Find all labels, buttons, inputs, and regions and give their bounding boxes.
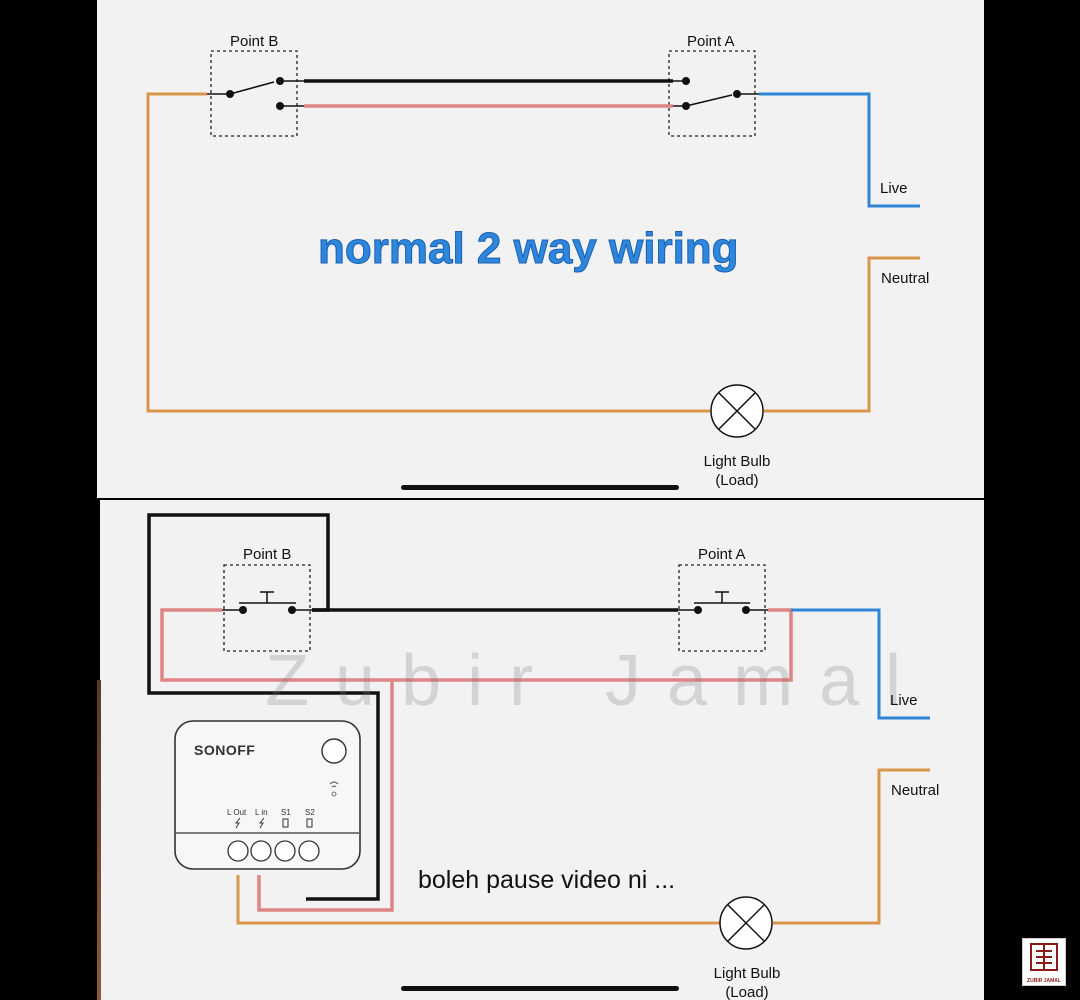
sonoff-brand-label: SONOFF bbox=[194, 742, 256, 758]
bottom-bulb-label-line1: Light Bulb bbox=[713, 965, 781, 982]
diagram-title: normal 2 way wiring bbox=[318, 224, 740, 274]
terminal-s1 bbox=[274, 840, 296, 862]
light-bulb-symbol-bottom bbox=[719, 896, 773, 950]
neutral-wire-right bbox=[764, 256, 920, 413]
terminal-label-s1: S1 bbox=[281, 808, 291, 817]
s1-icon bbox=[282, 818, 289, 828]
bottom-diagram-panel: Zubir Jamal Point B Point A Live Neutral… bbox=[100, 500, 984, 1000]
black-wire-s1 bbox=[147, 513, 380, 901]
top-wiring-diagram bbox=[146, 50, 920, 438]
left-edge-strip bbox=[97, 680, 101, 1000]
point-a-button-symbol bbox=[678, 591, 768, 614]
bottom-bulb-label-line2: (Load) bbox=[725, 984, 769, 1000]
top-point-a-label: Point A bbox=[687, 33, 735, 50]
bolt-icon-l-in bbox=[258, 817, 265, 829]
top-neutral-label: Neutral bbox=[881, 270, 930, 287]
point-a-button-box bbox=[678, 564, 766, 652]
bottom-live-label: Live bbox=[890, 692, 918, 709]
point-b-button-symbol bbox=[222, 591, 312, 614]
terminal-label-s2: S2 bbox=[305, 808, 315, 817]
wifi-icon bbox=[329, 781, 339, 797]
terminal-label-l-in: L in bbox=[255, 808, 268, 817]
light-bulb-symbol bbox=[710, 384, 764, 438]
logo-glyph bbox=[1030, 943, 1058, 971]
watermark-text: Zubir Jamal bbox=[265, 641, 928, 721]
top-bulb-label-line1: Light Bulb bbox=[703, 453, 771, 470]
terminal-l-in bbox=[250, 840, 272, 862]
logo-text: ZUBIR JAMAL bbox=[1027, 978, 1061, 984]
top-bulb-label: Light Bulb (Load) bbox=[687, 452, 787, 490]
neutral-wire-left bbox=[146, 92, 710, 413]
home-indicator-top bbox=[401, 485, 679, 490]
top-diagram-panel: Point B Point A Live Neutral normal 2 wa… bbox=[97, 0, 984, 498]
point-b-switch-box bbox=[210, 50, 298, 137]
live-wire bbox=[759, 92, 920, 208]
s2-icon bbox=[306, 818, 313, 828]
bottom-point-b-label: Point B bbox=[243, 546, 292, 563]
terminal-s2 bbox=[298, 840, 320, 862]
top-point-b-label: Point B bbox=[230, 33, 279, 50]
point-a-switch-symbol bbox=[673, 77, 759, 110]
bottom-wiring-diagram bbox=[147, 513, 930, 950]
terminal-label-l-out: L Out bbox=[227, 808, 247, 817]
bottom-neutral-label: Neutral bbox=[891, 782, 940, 799]
bottom-point-a-label: Point A bbox=[698, 546, 746, 563]
logo-icon: ZUBIR JAMAL bbox=[1022, 938, 1066, 986]
point-b-button-box bbox=[223, 564, 311, 652]
sonoff-device bbox=[174, 720, 361, 870]
top-bulb-label-line2: (Load) bbox=[715, 472, 759, 489]
bottom-bulb-label: Light Bulb (Load) bbox=[697, 964, 797, 1000]
caption-text: boleh pause video ni ... bbox=[418, 866, 676, 894]
live-wire-bottom bbox=[791, 608, 930, 720]
top-live-label: Live bbox=[880, 180, 908, 197]
point-b-switch-symbol bbox=[207, 77, 304, 110]
neutral-wire-bottom-right bbox=[773, 768, 930, 925]
bolt-icon-l-out bbox=[234, 817, 241, 829]
red-wire-l-in bbox=[257, 680, 394, 912]
terminal-l-out bbox=[227, 840, 249, 862]
red-wire-left bbox=[160, 608, 793, 682]
home-indicator-bottom bbox=[401, 986, 679, 991]
neutral-wire-bottom-left bbox=[236, 875, 720, 925]
